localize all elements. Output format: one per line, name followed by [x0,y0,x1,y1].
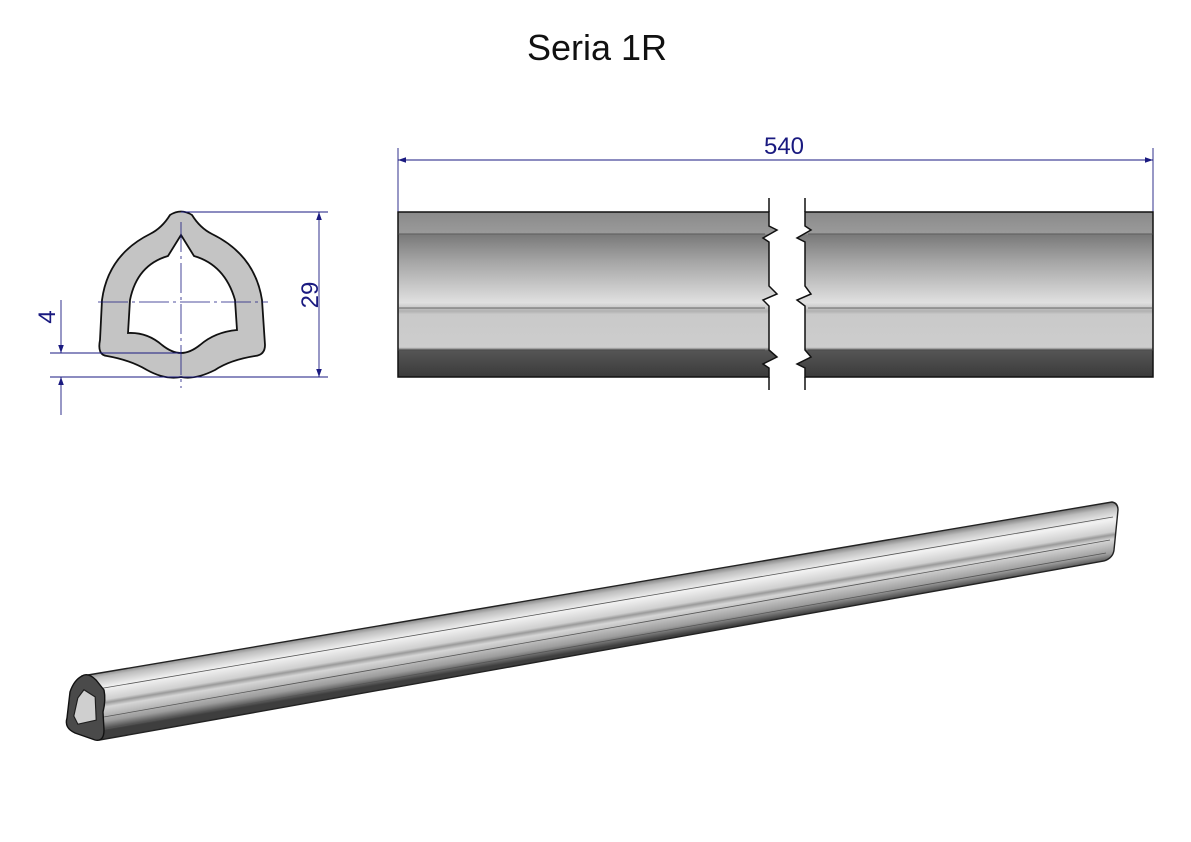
side-view: 540 [397,133,1154,390]
center-lines [98,222,268,388]
height-dimension-label: 29 [297,282,324,309]
profile-edge-lines [398,233,1153,351]
iso-edge-lines [91,516,1114,731]
break-lines [768,198,806,390]
length-dimension [397,148,1154,212]
isometric-view [65,501,1119,741]
drawing-title: Seria 1R [527,27,667,68]
length-dimension-label: 540 [764,133,804,160]
iso-end-cap-inner [73,689,97,725]
side-view-left-segment [397,211,779,378]
cross-section-view: 29 4 [34,210,328,415]
side-view-right-segment [795,211,1154,378]
wall-dimension [50,300,181,415]
height-dimension [181,211,328,378]
iso-tube-body [81,501,1119,741]
wall-dimension-label: 4 [34,310,61,323]
